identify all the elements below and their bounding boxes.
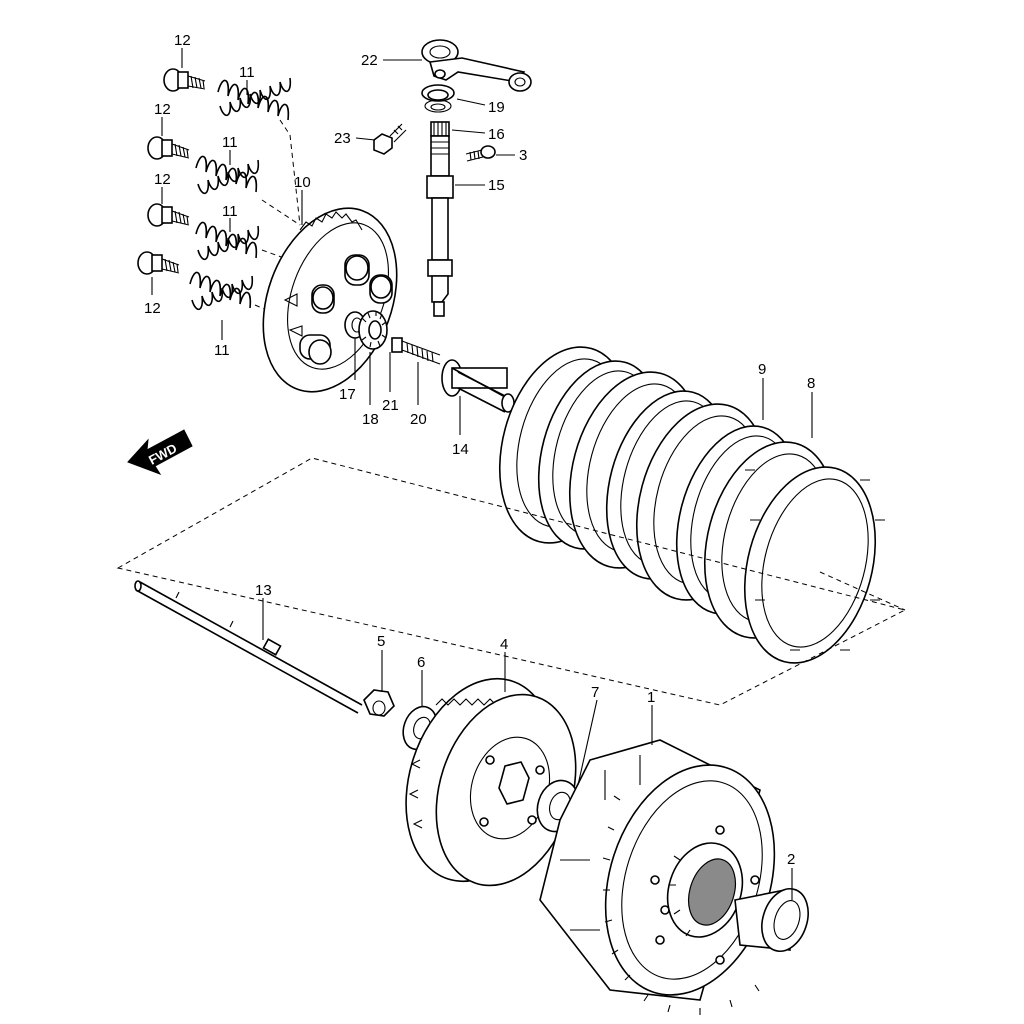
label-12-d: 12 — [144, 300, 161, 317]
bolt-12-a — [163, 68, 206, 92]
pushrod-14 — [441, 359, 515, 413]
clutch-basket-1 — [539, 739, 776, 1015]
label-18: 18 — [362, 411, 379, 428]
spring-11-c — [195, 221, 260, 261]
pressure-plate-10 — [262, 207, 398, 393]
nut-5 — [363, 689, 395, 717]
label-4: 4 — [500, 636, 508, 653]
clutch-hub-4 — [405, 677, 577, 887]
bolt-12-d — [137, 251, 180, 275]
release-arm-22 — [421, 39, 532, 92]
primary-gear — [666, 842, 744, 938]
label-14: 14 — [452, 441, 469, 458]
label-23: 23 — [334, 130, 351, 147]
needle-bearing-16 — [430, 121, 450, 137]
friction-plate-e — [743, 466, 885, 664]
label-3: 3 — [519, 147, 527, 164]
label-6: 6 — [417, 654, 425, 671]
label-8: 8 — [807, 375, 815, 392]
label-16: 16 — [488, 126, 505, 143]
bushing-2 — [734, 888, 809, 952]
label-2: 2 — [787, 851, 795, 868]
label-1: 1 — [647, 689, 655, 706]
bolt-12-b — [147, 136, 190, 160]
label-15: 15 — [488, 177, 505, 194]
label-12-a: 12 — [174, 32, 191, 49]
label-11-c: 11 — [222, 203, 238, 220]
label-12-c: 12 — [154, 171, 171, 188]
spring-11-b — [195, 155, 260, 195]
label-7: 7 — [591, 684, 599, 701]
bolt-12-c — [147, 203, 190, 227]
label-12-b: 12 — [154, 101, 171, 118]
label-17: 17 — [339, 386, 356, 403]
fwd-label: FWD — [146, 441, 179, 468]
release-shaft-15 — [426, 135, 454, 317]
fwd-arrow-icon: FWD — [127, 429, 193, 475]
leader-lines — [151, 48, 813, 900]
label-21: 21 — [382, 397, 399, 414]
clutch-plate-stack — [498, 346, 885, 664]
screw-3 — [465, 145, 496, 162]
label-13: 13 — [255, 582, 272, 599]
label-11-a: 11 — [239, 64, 255, 81]
label-9: 9 — [758, 361, 766, 378]
label-19: 19 — [488, 99, 505, 116]
spring-11-d — [189, 271, 254, 311]
label-22: 22 — [361, 52, 378, 69]
bolt-21 — [391, 337, 441, 365]
washer-18 — [358, 310, 388, 350]
oil-seal-19 — [421, 84, 455, 113]
label-11-b: 11 — [222, 134, 238, 151]
label-20: 20 — [410, 411, 427, 428]
label-5: 5 — [377, 633, 385, 650]
rod-13 — [134, 580, 363, 714]
part-labels: 12 12 12 12 11 11 11 11 10 22 19 23 16 3… — [144, 32, 815, 868]
label-11-d: 11 — [214, 342, 230, 359]
label-10: 10 — [294, 174, 311, 191]
spring-11-a — [217, 77, 292, 121]
screw-23 — [373, 123, 407, 155]
